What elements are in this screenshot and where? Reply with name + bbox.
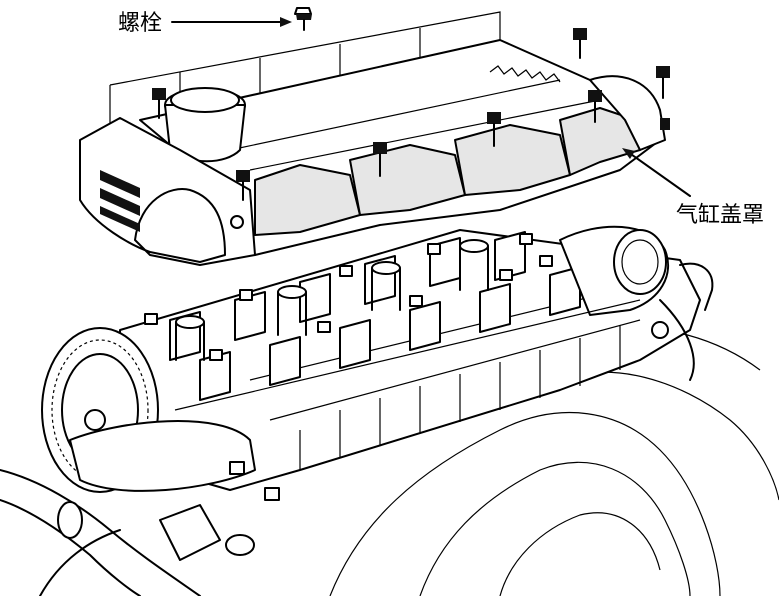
label-cover-group: 气缸盖罩 [622, 148, 764, 228]
cylinder-head-assembly [0, 225, 779, 596]
oil-filler-cap [164, 87, 246, 163]
timing-sprocket [41, 327, 256, 493]
bolt-3 [656, 66, 670, 99]
head-gasket-line [174, 299, 641, 411]
leader-bolt-arrowhead [280, 17, 292, 27]
lower-left-pipe [0, 461, 280, 596]
cover-left-end [79, 117, 256, 266]
bolt-6 [373, 142, 387, 177]
bolts [152, 7, 670, 201]
valve-cover [79, 11, 666, 266]
cover-left-end-slots [100, 170, 140, 232]
camshaft-bearing-caps [169, 231, 581, 401]
bolt-1 [152, 88, 166, 119]
cover-mount-hole [230, 215, 244, 229]
label-bolt-group: 螺栓 [118, 11, 292, 36]
cover-right-end [589, 75, 666, 151]
bolt-4 [588, 90, 602, 123]
leader-cover-arrowhead [622, 148, 635, 159]
leader-cover [627, 151, 691, 197]
bolt-8 [660, 118, 670, 130]
bolt-7 [236, 170, 250, 201]
bolt-5 [487, 112, 501, 147]
label-cylinder-head-cover: 气缸盖罩 [676, 203, 764, 228]
spark-plug-tubes [175, 239, 489, 361]
cover-baffle [489, 65, 561, 83]
cover-bays [229, 79, 641, 236]
bolt-top [294, 7, 312, 31]
bolt-2 [573, 28, 587, 59]
cam-sensor-housing [559, 225, 714, 381]
label-bolt: 螺栓 [118, 11, 162, 36]
